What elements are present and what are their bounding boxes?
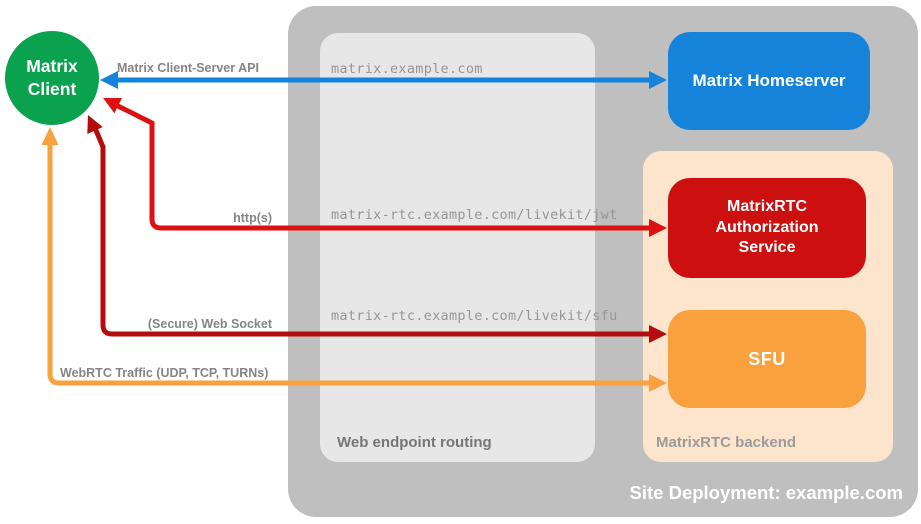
endpoint-jwt-url: matrix-rtc.example.com/livekit/jwt: [331, 207, 618, 223]
cs-api-arrow-label: Matrix Client-Server API: [117, 61, 259, 75]
matrix-client-label: Matrix Client: [26, 56, 78, 99]
websocket-arrow-label: (Secure) Web Socket: [147, 317, 272, 331]
matrixrtc-auth-service-node: MatrixRTC Authorization Service: [668, 178, 866, 278]
matrix-homeserver-node: Matrix Homeserver: [668, 32, 870, 130]
endpoint-homeserver-url: matrix.example.com: [331, 61, 483, 77]
endpoint-sfu-url: matrix-rtc.example.com/livekit/sfu: [331, 308, 618, 324]
sfu-node: SFU: [668, 310, 866, 408]
web-endpoint-routing-label: Web endpoint routing: [337, 434, 492, 451]
http-arrow-label: http(s): [233, 211, 272, 225]
matrix-homeserver-label: Matrix Homeserver: [692, 71, 846, 90]
webrtc-arrow-label: WebRTC Traffic (UDP, TCP, TURNs): [60, 366, 269, 380]
sfu-label: SFU: [748, 348, 786, 369]
site-deployment-label: Site Deployment: example.com: [629, 482, 903, 503]
matrixrtc-auth-service-label: MatrixRTC Authorization Service: [715, 197, 819, 257]
web-endpoint-routing-box: Web endpoint routing: [320, 33, 595, 462]
matrixrtc-backend-label: MatrixRTC backend: [656, 434, 797, 451]
matrix-client-node: Matrix Client: [5, 31, 99, 125]
